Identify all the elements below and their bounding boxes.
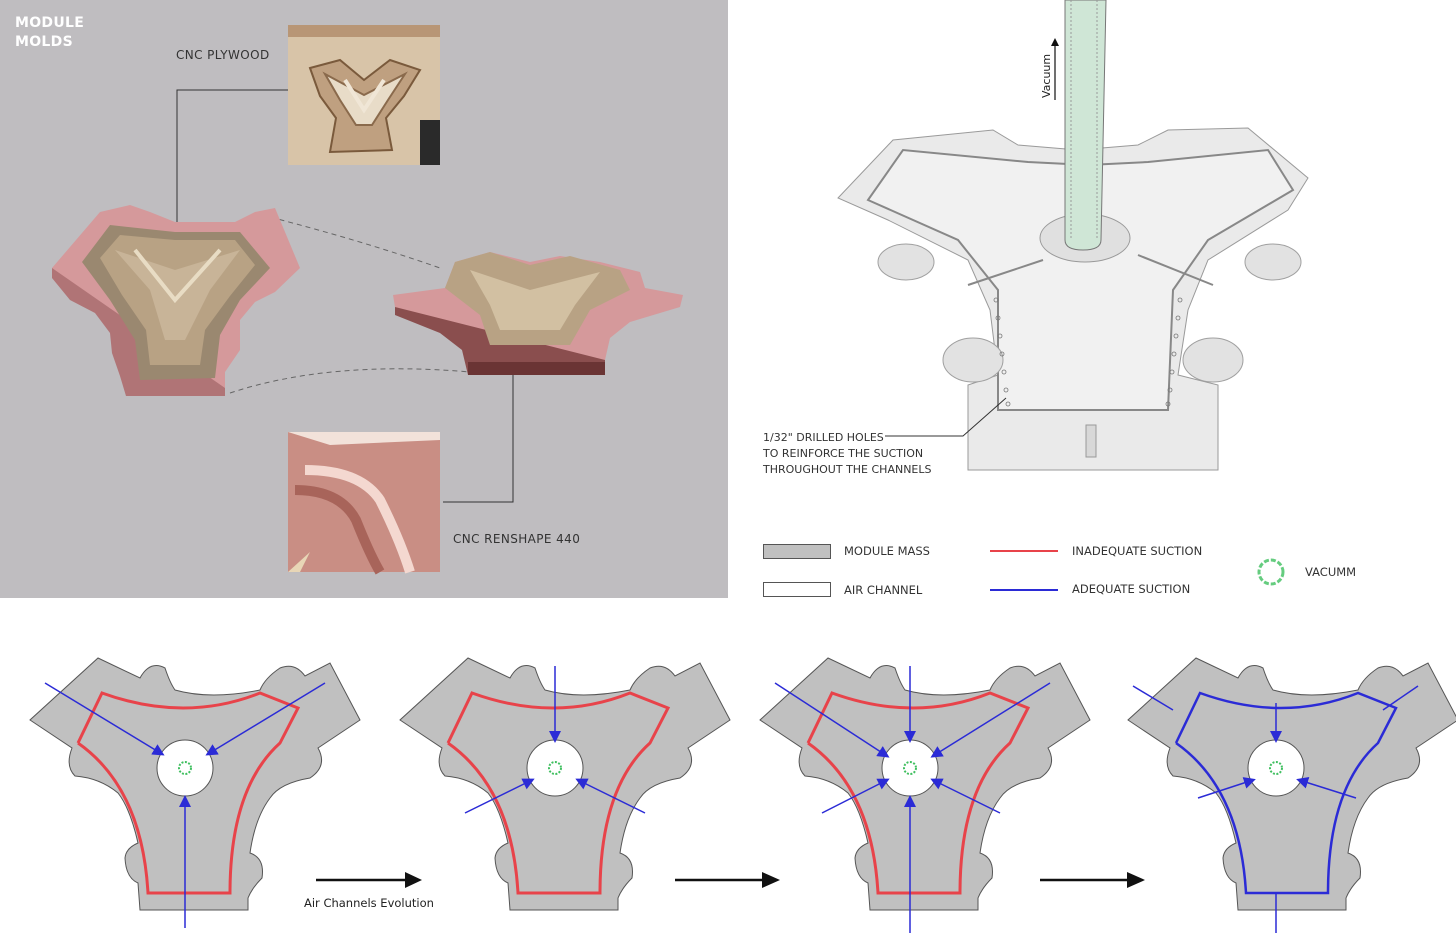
legend-swatch-air-channel [763,582,831,597]
evolution-label: Air Channels Evolution [304,896,434,910]
label-cnc-renshape: CNC RENSHAPE 440 [453,532,581,546]
mold-top-view [52,205,300,396]
panel-title: MODULE MOLDS [15,15,85,50]
stage-3-diagram [759,657,1091,933]
legend-label-air-channel: AIR CHANNEL [844,583,923,597]
legend-swatch-module-mass [763,544,831,559]
legend-label-inadequate: INADEQUATE SUCTION [1072,544,1203,558]
stage-1-diagram [29,657,361,928]
vacuum-ring-icon [1257,558,1285,586]
label-cnc-plywood: CNC PLYWOOD [176,48,270,62]
legend-line-inadequate [990,550,1058,552]
mold-perspective-view [393,252,683,375]
legend-label-vacuum: VACUMM [1305,565,1357,579]
stage-2-diagram [399,657,731,911]
stage-4-diagram [1127,657,1456,933]
photo-cnc-renshape [288,432,440,575]
legend-label-module-mass: MODULE MASS [844,544,930,558]
legend-line-adequate [990,589,1058,591]
axonometric-mold-view [837,0,1309,471]
evolution-arrows [316,872,1145,888]
photo-cnc-plywood [288,25,440,165]
module-molds-panel: MODULE MOLDS CNC PLYWOOD CNC RENSHAPE 44… [0,0,728,598]
legend-label-adequate: ADEQUATE SUCTION [1072,582,1191,596]
air-channel-evolution [29,657,1456,933]
molds-illustration [52,25,683,575]
drilled-holes-note: 1/32" DRILLED HOLES TO REINFORCE THE SUC… [763,431,932,476]
vacuum-label: Vacuum [1040,53,1053,98]
